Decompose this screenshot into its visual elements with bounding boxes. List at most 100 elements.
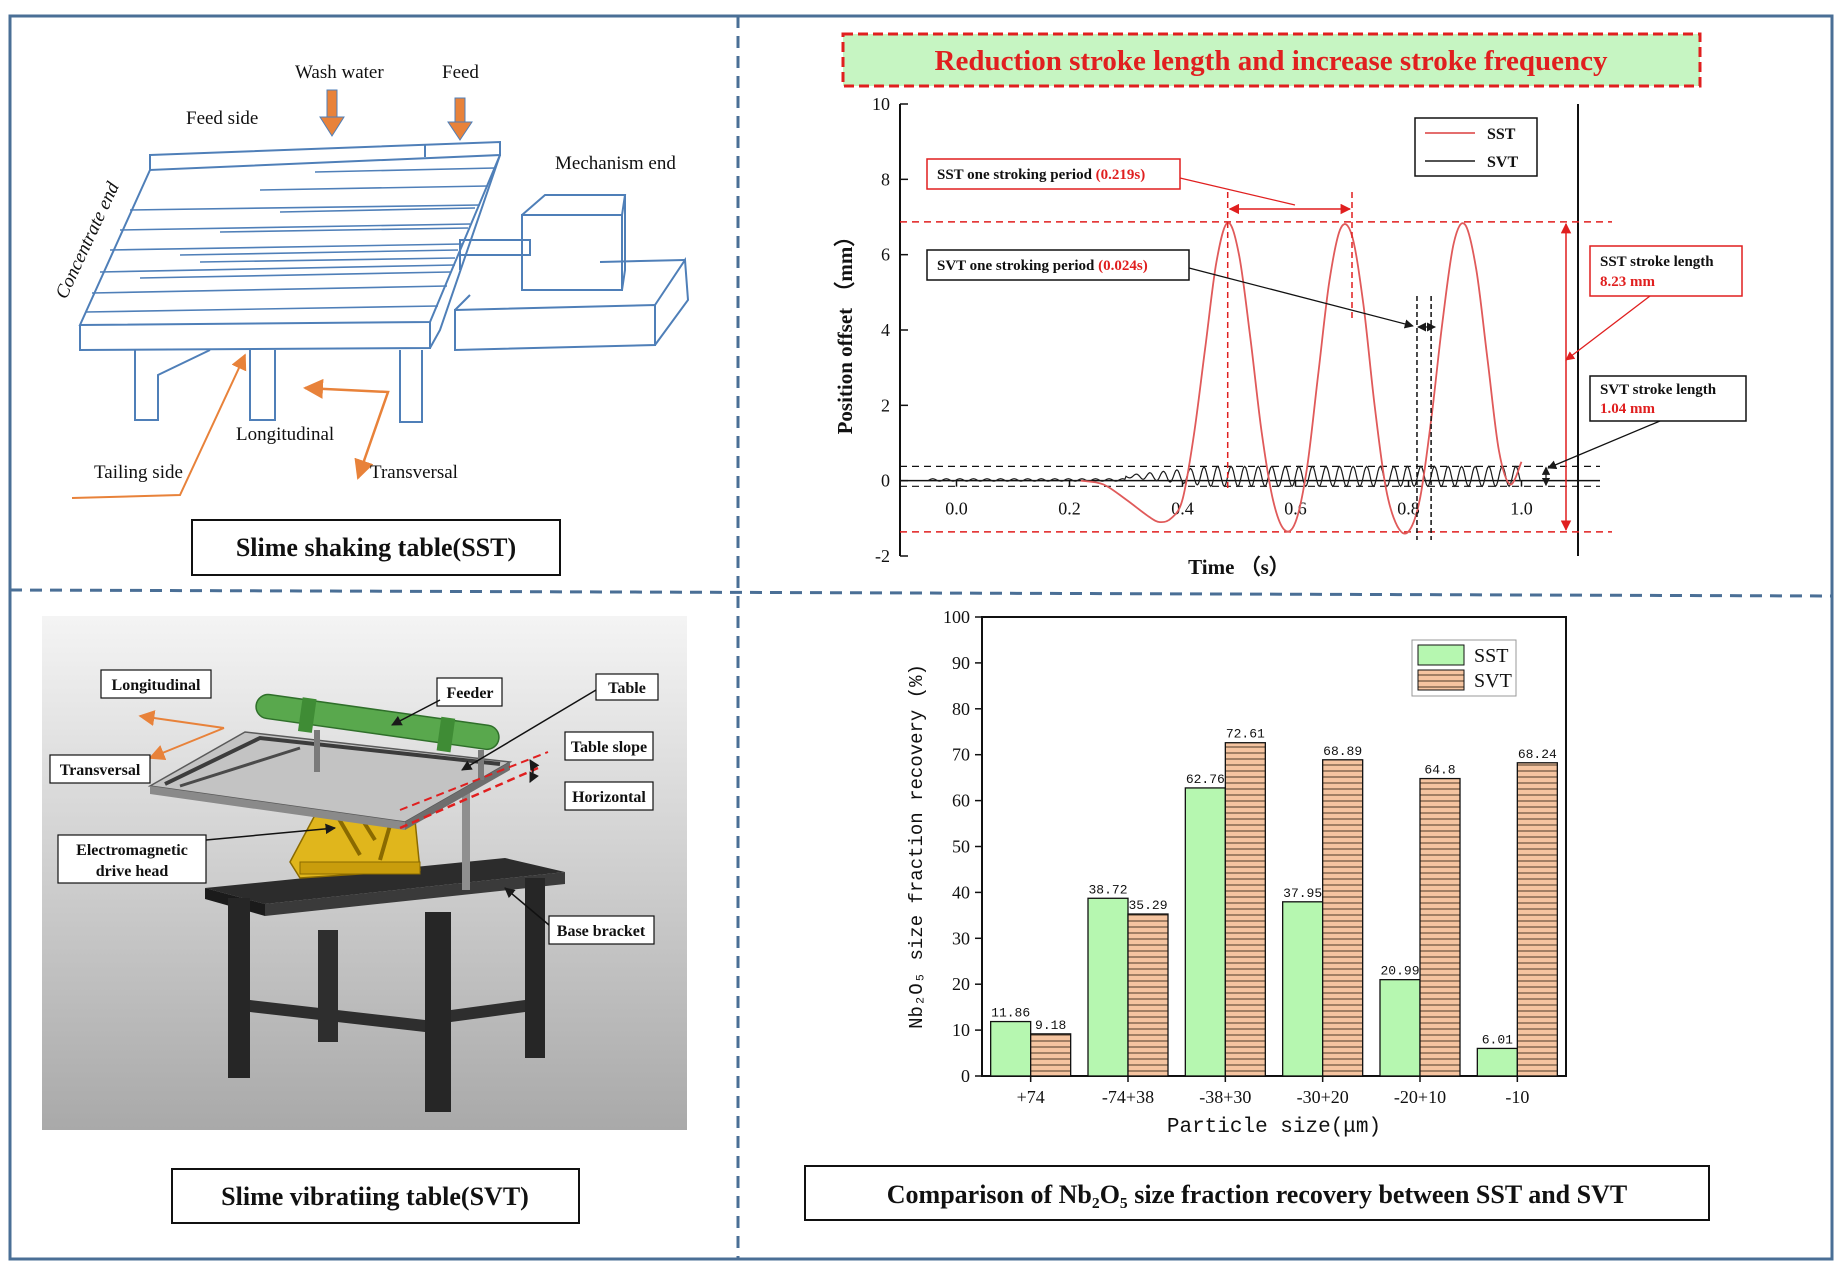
tailing-side-label: Tailing side [94,462,183,483]
x-tick-label: 0.2 [1058,499,1081,519]
x-tick-label: -20+10 [1394,1087,1446,1107]
bar-svt-label: 68.89 [1323,744,1362,759]
y-tick-label: 6 [881,245,890,265]
y-axis-label: Position offset （mm） [833,226,857,435]
y-tick-label: 20 [952,974,970,994]
bar-sst [1282,901,1324,1077]
legend-sst-label: SST [1474,645,1508,667]
svt-stroke-label: SVT stroke length [1600,382,1717,398]
sst-period-text: SST one stroking period (0.219s) [937,167,1145,183]
feeder-label: Feeder [446,685,493,702]
x-tick-label: -10 [1505,1087,1529,1107]
bar-sst-label: 62.76 [1186,772,1225,787]
bar-svt-label: 68.24 [1518,747,1557,762]
y-tick-label: -2 [875,546,890,566]
svt-callouts: Longitudinal Transversal Feeder Table Ta… [49,669,659,945]
stroke-annotations: SST one stroking period (0.219s) SVT one… [926,158,1747,422]
svt-period-leader [1188,267,1414,329]
y-tick-label: 0 [881,471,890,491]
wash-water-arrow-head [319,116,345,137]
bar-svt [1127,913,1169,1077]
sst-period-value: (0.219s) [1096,167,1146,183]
x-tick-label: 1.0 [1510,499,1533,519]
feed-side-label: Feed side [186,108,258,129]
x-axis-label: Time （s） [1188,555,1290,579]
legend-sst-label: SST [1487,126,1516,143]
table-box [595,673,659,701]
x-tick-label: 0.0 [945,499,968,519]
legend-svt-swatch [1417,669,1465,691]
sst-stroke-value: 8.23 mm [1600,274,1655,290]
stroke-banner-box [841,32,1702,88]
base-bracket-label: Base bracket [557,923,646,940]
wash-water-label: Wash water [295,62,384,83]
x-tick-label: 0.6 [1284,499,1307,519]
longitudinal-label: Longitudinal [236,424,334,445]
legend-svt-label: SVT [1487,154,1518,171]
bar-sst-label: 6.01 [1482,1032,1513,1047]
sst-stroke-label: SST stroke length [1600,254,1714,270]
y-axis-label: Nb₂O₅ size fraction recovery (%) [906,664,928,1029]
feed-arrow [454,97,466,124]
y-tick-label: 10 [872,94,890,114]
svt-longitudinal-label: Longitudinal [112,677,201,694]
bar-svt [1419,777,1461,1077]
svt-stroke-value: 1.04 mm [1600,401,1655,417]
drive-head-label-2: drive head [96,863,169,880]
concentrate-end-label: Concentrate end [51,178,124,302]
bar-svt-label: 64.8 [1424,763,1455,778]
bar-sst-label: 37.95 [1283,886,1322,901]
transversal-box [49,754,151,784]
sst-arrows [71,89,473,499]
y-tick-label: 10 [952,1020,970,1040]
y-tick-label: 60 [952,791,970,811]
feed-arrow-head [447,121,473,141]
drive-head-label-1: Electromagnetic [76,842,188,859]
sst-series-line [1080,221,1523,535]
frame [8,14,1834,1261]
y-tick-label: 0 [961,1066,970,1086]
table-slope-label: Table slope [571,739,647,756]
stroke-banner: Reduction stroke length and increase str… [935,45,1608,77]
table-label: Table [608,680,646,697]
bar-sst-label: 20.99 [1380,964,1419,979]
sst-caption-box [191,519,561,576]
svt-period-value: (0.024s) [1098,258,1148,274]
bar-sst [1184,787,1226,1077]
horizontal-box [564,781,654,811]
svt-series-line [928,465,1521,488]
y-tick-label: 100 [943,607,970,627]
x-tick-label: -38+30 [1199,1087,1251,1107]
wash-water-arrow [326,89,338,119]
recovery-caption: Comparison of Nb₂O₅ size fraction recove… [887,1180,1627,1209]
svt-transversal-label: Transversal [60,762,141,779]
horizontal-label: Horizontal [572,789,646,806]
bar-svt [1030,1033,1072,1077]
svt-stroke-leader [1547,420,1661,470]
x-tick-label: +74 [1017,1087,1045,1107]
y-tick-label: 30 [952,928,970,948]
svt-direction-arrows [138,710,225,761]
recovery-bar-chart: 0102030405060708090100+7411.869.18-74+38… [906,607,1567,1139]
bar-svt-label: 35.29 [1128,898,1167,913]
x-tick-label: 0.8 [1397,499,1420,519]
bar-sst-label: 11.86 [991,1006,1030,1021]
y-tick-label: 8 [881,169,890,189]
recovery-caption-box [804,1165,1710,1221]
svt-stroke-box [1589,375,1747,422]
x-axis-label: Particle size(μm) [1167,1116,1381,1139]
sst-period-leader [1179,177,1296,206]
y-tick-label: 2 [881,395,890,415]
sst-period-label: SST one stroking period [937,167,1096,183]
bar-svt [1224,742,1266,1077]
svt-period-text: SVT one stroking period (0.024s) [937,258,1148,274]
sst-period-box [926,158,1181,190]
sst-caption: Slime shaking table(SST) [236,533,516,562]
x-tick-label: -74+38 [1102,1087,1154,1107]
transversal-label: Transversal [370,462,458,483]
sst-stroke-box [1589,245,1743,297]
bar-sst [1476,1047,1518,1077]
svt-caption: Slime vibratiing table(SVT) [221,1182,529,1211]
mechanism-end-label: Mechanism end [555,153,676,174]
